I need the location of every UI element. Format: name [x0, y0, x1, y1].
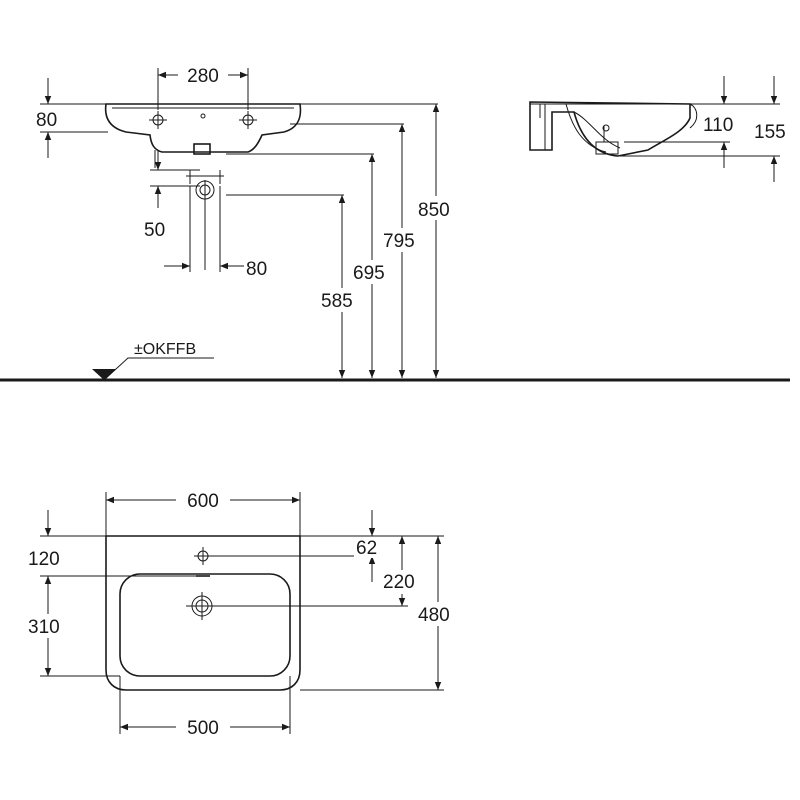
floor-label: ±OKFFB: [134, 341, 196, 358]
dim-rim-to-bowl: 120: [26, 510, 70, 676]
dim-height-rim-value: 795: [383, 231, 415, 252]
dim-height-rim: 795: [382, 124, 422, 378]
dim-width-bowl-value: 500: [187, 718, 219, 739]
dim-height-waste: 585: [320, 195, 360, 378]
dim-width-overall-value: 600: [187, 491, 219, 512]
waste-fitting: [193, 143, 211, 155]
dim-trap-spacing: 80: [164, 186, 267, 280]
dim-waste-offset-value: 50: [144, 220, 165, 241]
basin-side-outline: [529, 101, 691, 157]
side-waste-fitting: [595, 124, 619, 155]
dim-depth-overall-value: 480: [418, 605, 450, 626]
dim-trap-spacing-value: 80: [246, 259, 267, 280]
front-view: 280 80 50 80: [0, 64, 790, 382]
floor-level-marker: ±OKFFB: [92, 341, 214, 381]
plan-waste-outlet: [186, 592, 218, 620]
dim-depth-inner: 110: [703, 76, 733, 168]
dim-depth-outer: 155: [754, 76, 786, 182]
dim-tap-spacing-value: 280: [187, 66, 219, 87]
dim-rim-height: 80: [36, 78, 108, 158]
dim-depth-outer-value: 155: [754, 122, 786, 143]
dim-depth-overall: 480: [418, 536, 458, 690]
dim-height-overall: 850: [418, 104, 458, 378]
dim-waste-offset-plan: 220: [382, 536, 424, 606]
basin-plan-outline: [105, 535, 301, 691]
dim-rim-height-value: 80: [36, 110, 57, 131]
plan-tap-hole: [194, 547, 212, 565]
dim-tap-hole-offset-value: 62: [356, 538, 377, 559]
dim-bowl-depth: 310: [26, 614, 70, 638]
trap-connection: [186, 170, 224, 270]
tap-hole-right: [239, 111, 257, 129]
dim-height-waste-value: 585: [321, 291, 353, 312]
basin-front-outline: [104, 103, 302, 153]
dim-waste-offset-plan-value: 220: [383, 572, 415, 593]
dim-height-tap-connection-value: 695: [353, 263, 385, 284]
dim-bowl-depth-value: 310: [28, 617, 60, 638]
dim-height-tap-connection: 695: [353, 154, 393, 378]
side-view: 110 155: [529, 76, 786, 182]
dim-height-overall-value: 850: [418, 200, 450, 221]
dim-tap-spacing: 280: [157, 64, 249, 110]
tap-hole-left: [149, 111, 167, 129]
dim-width-overall: 600: [105, 488, 301, 536]
dim-rim-to-bowl-value: 120: [28, 549, 60, 570]
plan-view: 600 500 120 310: [26, 488, 458, 739]
bowl-plan-outline: [119, 573, 291, 677]
dim-width-bowl: 500: [119, 676, 291, 739]
dim-depth-inner-value: 110: [703, 115, 733, 136]
dim-tap-hole-offset: 62: [354, 510, 388, 582]
dim-waste-offset: 50: [144, 150, 200, 241]
